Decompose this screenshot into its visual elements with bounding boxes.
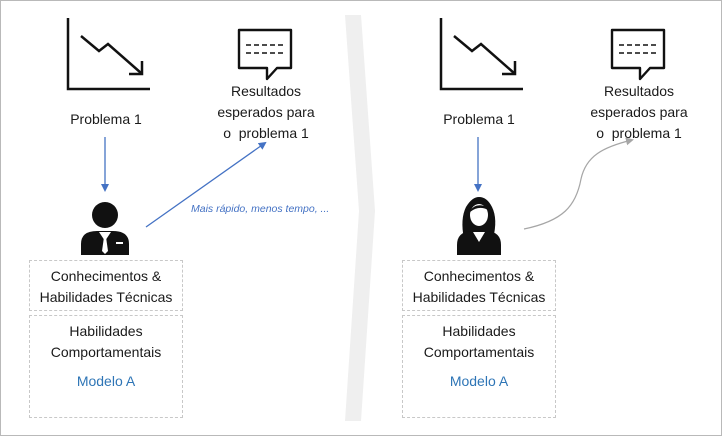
declining-chart-icon — [66, 18, 150, 91]
behavioral-skills-line: Comportamentais — [50, 344, 162, 360]
technical-skills-box-right: Conhecimentos & Habilidades Técnicas — [402, 260, 556, 311]
behavioral-skills-line: Habilidades — [442, 323, 516, 339]
technical-skills-line: Habilidades Técnicas — [39, 289, 173, 305]
results-line: o problema 1 — [223, 125, 309, 141]
results-line: esperados para — [217, 104, 315, 120]
behavioral-skills-label: Habilidades Comportamentais — [30, 316, 182, 363]
behavioral-skills-label-right: Habilidades Comportamentais — [403, 316, 555, 363]
technical-skills-line: Conhecimentos & — [50, 268, 162, 284]
problem-label: Problema 1 — [70, 111, 142, 127]
arrow-annotation: Mais rápido, menos tempo, ... — [191, 203, 330, 215]
person-to-results-arrow — [145, 141, 267, 228]
problem-label-right: Problema 1 — [443, 111, 515, 127]
behavioral-skills-box-right: Habilidades Comportamentais Modelo A — [402, 315, 556, 418]
technical-skills-line: Habilidades Técnicas — [412, 289, 546, 305]
model-label-right: Modelo A — [449, 373, 509, 389]
technical-skills-line: Conhecimentos & — [423, 268, 535, 284]
businessman-icon — [81, 202, 129, 255]
behavioral-skills-line: Habilidades — [69, 323, 143, 339]
speech-bubble-icon — [237, 28, 293, 81]
declining-chart-icon-right — [439, 18, 523, 91]
technical-skills-box: Conhecimentos & Habilidades Técnicas — [29, 260, 183, 311]
behavioral-skills-line: Comportamentais — [423, 344, 535, 360]
expected-results-label: Resultados esperados para o problema 1 — [205, 81, 327, 144]
businesswoman-icon — [457, 197, 501, 255]
behavioral-skills-box: Habilidades Comportamentais Modelo A — [29, 315, 183, 418]
technical-skills-label-right: Conhecimentos & Habilidades Técnicas — [403, 261, 555, 308]
model-label: Modelo A — [76, 373, 136, 389]
person-to-results-curve — [523, 137, 634, 230]
expected-results-label-right: Resultados esperados para o problema 1 — [578, 81, 700, 144]
results-line: esperados para — [590, 104, 688, 120]
speech-bubble-icon-right — [610, 28, 666, 81]
results-line: Resultados — [603, 83, 675, 99]
technical-skills-label: Conhecimentos & Habilidades Técnicas — [30, 261, 182, 308]
results-line: Resultados — [230, 83, 302, 99]
results-line: o problema 1 — [596, 125, 682, 141]
chevron-divider — [345, 15, 375, 421]
